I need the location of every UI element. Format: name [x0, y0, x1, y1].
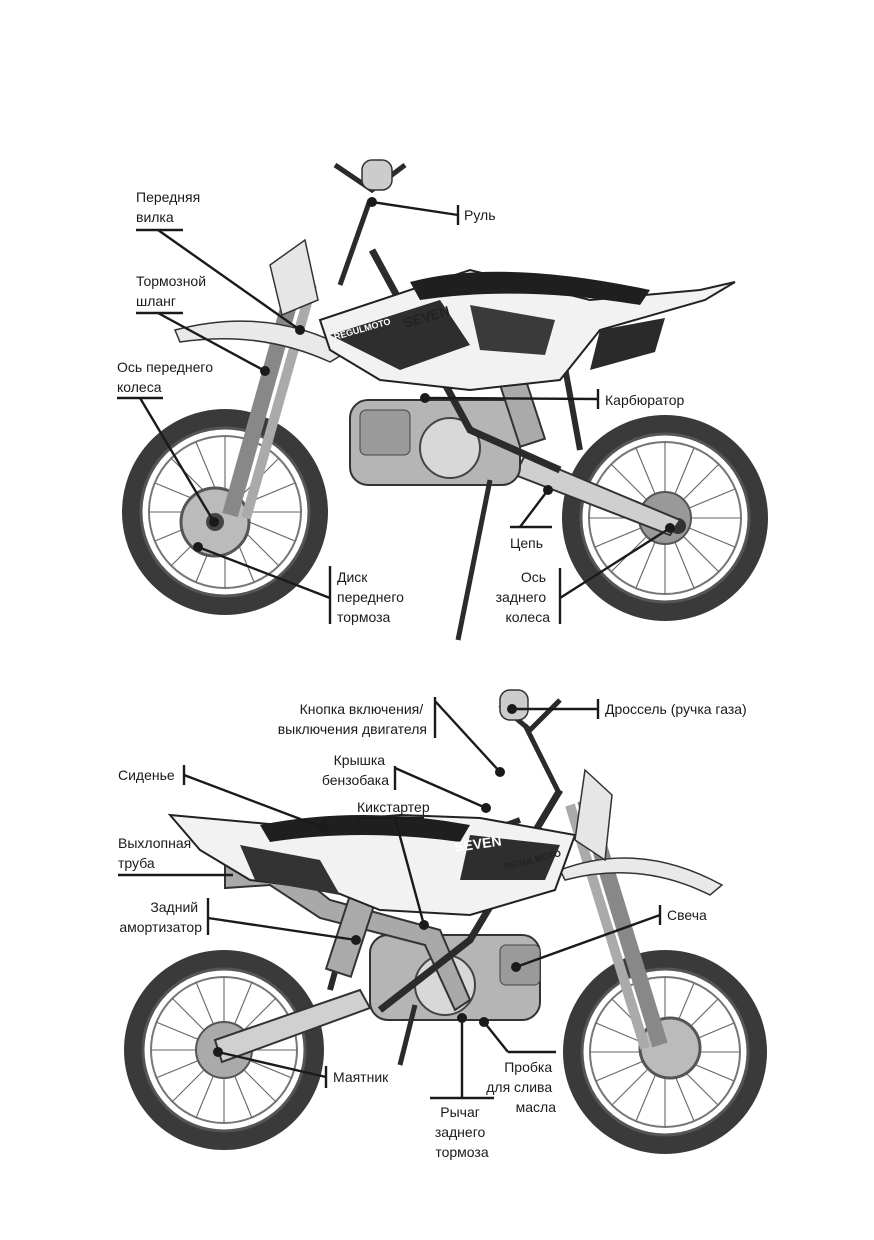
label-throttle: Дроссель (ручка газа): [605, 701, 747, 717]
label-front-fork: Передняя вилка: [136, 189, 204, 225]
bottom-labels: Кнопка включения/ выключения двигателя Д…: [118, 701, 747, 1160]
label-rear-brake-lever: Рычаг заднего тормоза: [435, 1104, 489, 1160]
label-exhaust: Выхлопная труба: [118, 835, 195, 871]
label-kill-switch: Кнопка включения/ выключения двигателя: [278, 701, 427, 737]
label-kickstarter: Кикстартер: [357, 799, 430, 815]
label-handlebar: Руль: [464, 207, 496, 223]
label-brake-hose: Тормозной шланг: [136, 273, 210, 309]
label-rear-axle: Ось заднего колеса: [496, 569, 551, 625]
bottom-front-wheel: [563, 950, 767, 1154]
label-front-axle: Ось переднего колеса: [117, 359, 217, 395]
label-seat: Сиденье: [118, 767, 175, 783]
bottom-decal-model: SEVEN: [453, 833, 502, 855]
label-swingarm: Маятник: [333, 1069, 389, 1085]
label-carburetor: Карбюратор: [605, 392, 685, 408]
label-spark-plug: Свеча: [667, 907, 707, 923]
label-rear-shock: Задний амортизатор: [119, 899, 202, 935]
label-front-brake-disc: Диск переднего тормоза: [337, 569, 408, 625]
top-labels: Передняя вилка Тормозной шланг Ось перед…: [117, 189, 685, 625]
bottom-leader-lines: [118, 697, 662, 1100]
label-fuel-cap: Крышка бензобака: [322, 752, 389, 788]
label-chain: Цепь: [510, 535, 543, 551]
top-leader-lines: [117, 197, 675, 624]
bottom-motorcycle-illustration: SEVEN REGULMOTO: [124, 689, 767, 1154]
label-oil-drain-plug: Пробка для слива масла: [486, 1059, 556, 1115]
